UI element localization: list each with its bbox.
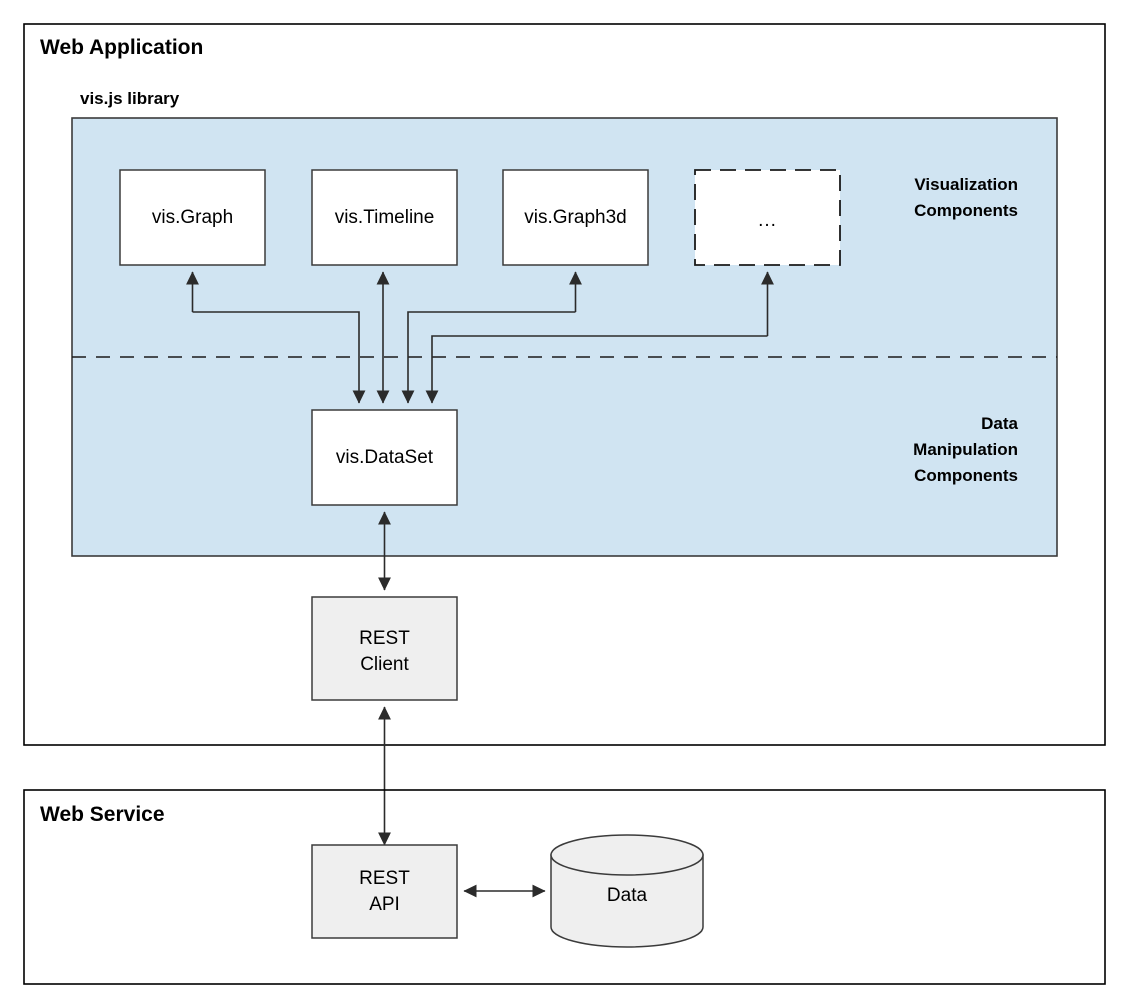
visualization-label-line2: Components (914, 201, 1018, 220)
component-vis-dataset-label: vis.DataSet (336, 447, 434, 468)
component-vis-graph3d[interactable]: vis.Graph3d (502, 169, 649, 266)
rest-client-box[interactable]: REST Client (311, 596, 458, 701)
rest-api-label-line2: API (369, 894, 400, 915)
web-service-title: Web Service (40, 803, 165, 826)
connector-graph3d-to-dataset (401, 311, 576, 404)
data-label-line1: Data (981, 414, 1018, 433)
component-vis-timeline[interactable]: vis.Timeline (311, 169, 458, 266)
component-vis-graph-label: vis.Graph (152, 207, 233, 228)
data-label-line3: Components (914, 466, 1018, 485)
database-cylinder[interactable]: Data (550, 834, 704, 948)
visualization-components-label: Visualization Components (914, 175, 1018, 220)
connector-placeholder-to-dataset (425, 335, 768, 404)
data-label-line2: Manipulation (913, 440, 1018, 459)
rest-client-label-line2: Client (360, 654, 409, 675)
connector-graph-to-dataset (192, 311, 366, 404)
rest-api-box[interactable]: REST API (311, 844, 458, 939)
database-label: Data (607, 885, 648, 906)
web-application-title: Web Application (40, 36, 203, 59)
component-vis-dataset[interactable]: vis.DataSet (311, 409, 458, 506)
component-vis-timeline-label: vis.Timeline (335, 207, 435, 228)
data-manipulation-components-label: Data Manipulation Components (913, 414, 1018, 485)
web-service-frame: Web Service (23, 789, 1106, 985)
rest-api-label-line1: REST (359, 868, 410, 889)
component-more-placeholder-label: ... (758, 210, 777, 231)
visjs-library-title: vis.js library (80, 89, 180, 108)
component-vis-graph[interactable]: vis.Graph (119, 169, 266, 266)
rest-client-label-line1: REST (359, 628, 410, 649)
component-more-placeholder[interactable]: ... (694, 169, 841, 266)
component-vis-graph3d-label: vis.Graph3d (524, 207, 626, 228)
visjs-library-panel: vis.js library Visualization Components … (71, 89, 1058, 557)
web-application-frame: Web Application (23, 23, 1106, 746)
visualization-label-line1: Visualization (914, 175, 1018, 194)
